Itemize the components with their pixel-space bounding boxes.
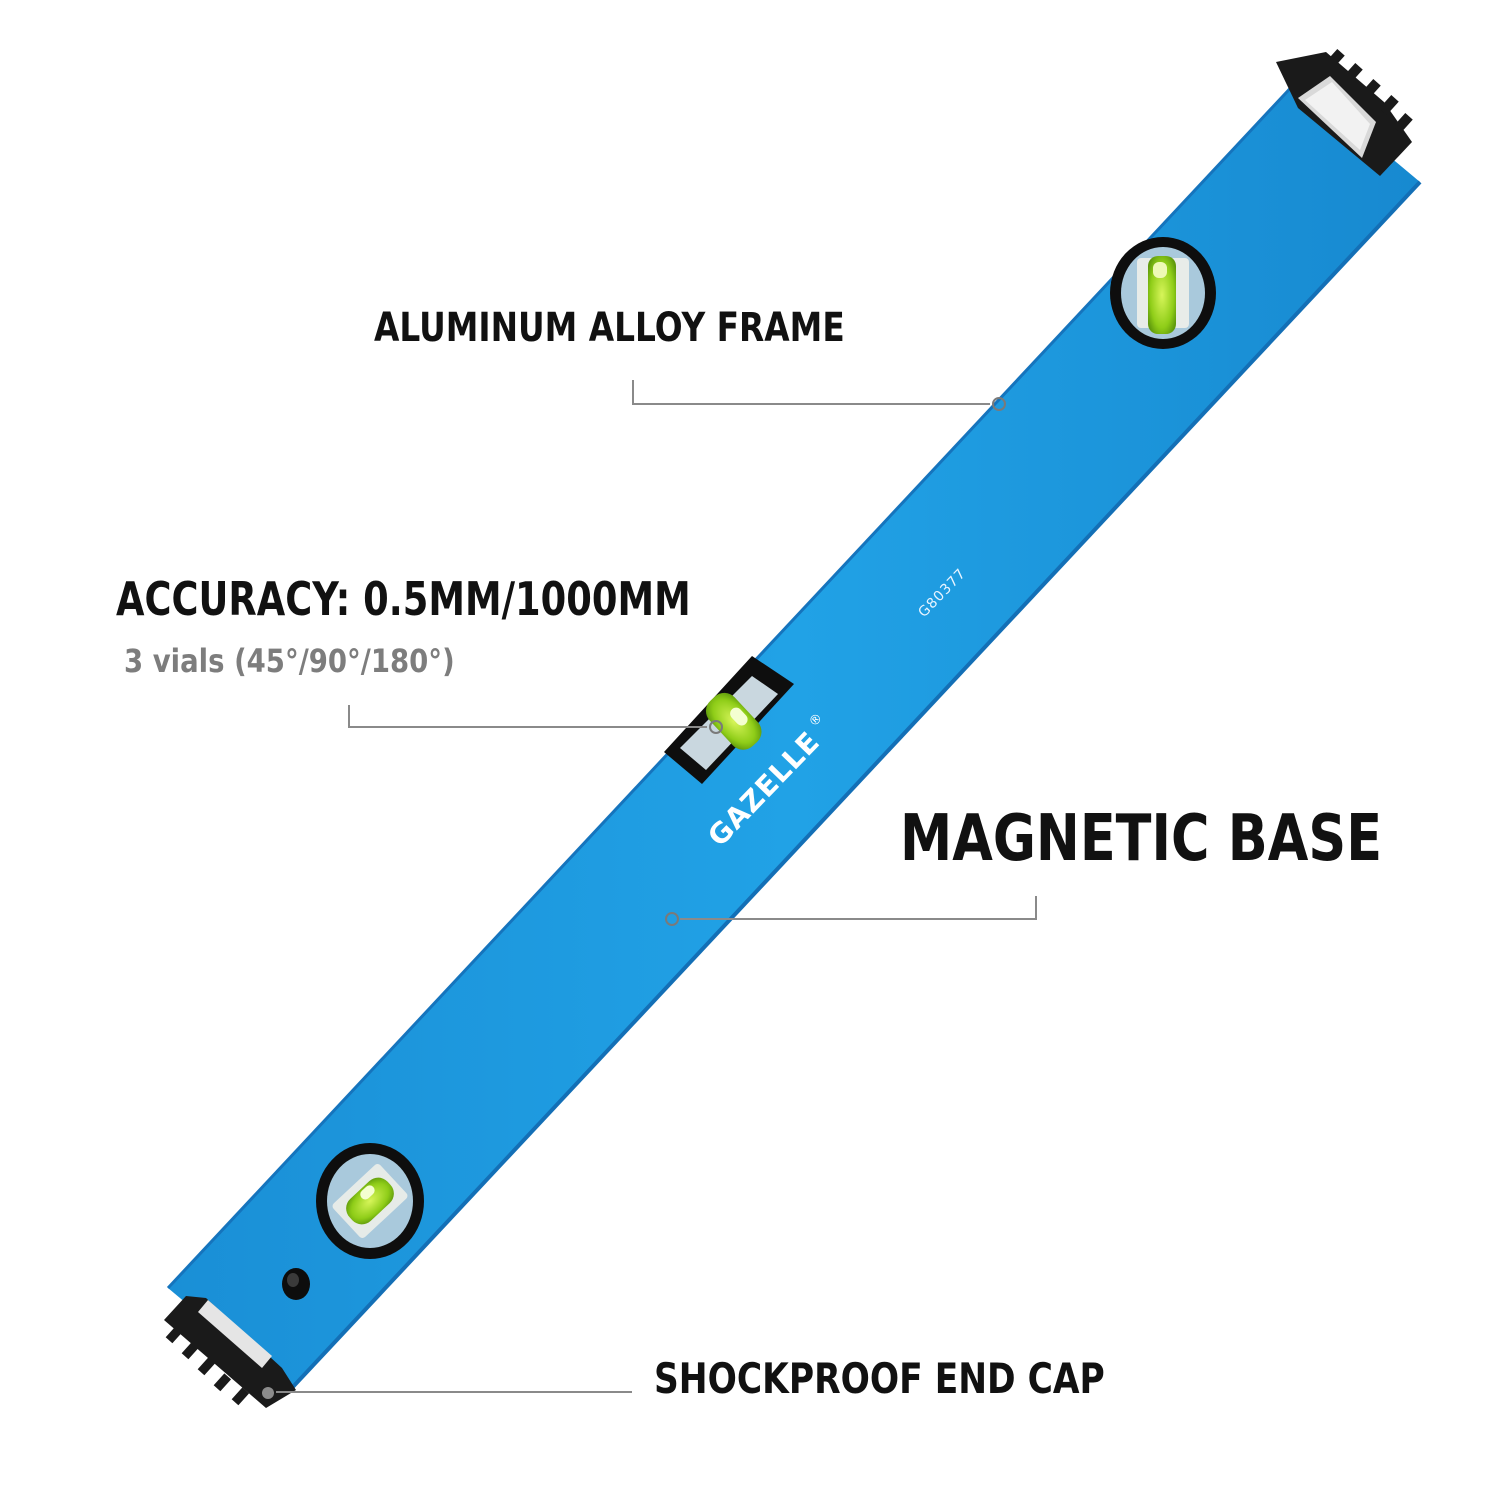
accuracy-callout: ACCURACY: 0.5MM/1000MM (116, 572, 691, 626)
magnetic-leader-line (680, 896, 1037, 920)
frame-callout: ALUMINUM ALLOY FRAME (374, 305, 845, 351)
bottom-end-cap (164, 1296, 296, 1408)
middle-vial (664, 656, 794, 784)
accuracy-leader-line (348, 705, 707, 728)
frame-leader-line (632, 380, 990, 405)
bottom-vial (316, 1143, 424, 1259)
level-frame (168, 80, 1420, 1390)
end-cap-callout: SHOCKPROOF END CAP (654, 1354, 1105, 1403)
top-vial (1110, 237, 1216, 349)
top-end-cap (1276, 48, 1413, 176)
vials-subtitle: 3 vials (45°/90°/180°) (124, 642, 455, 680)
magnetic-base-callout: MAGNETIC BASE (900, 802, 1383, 876)
